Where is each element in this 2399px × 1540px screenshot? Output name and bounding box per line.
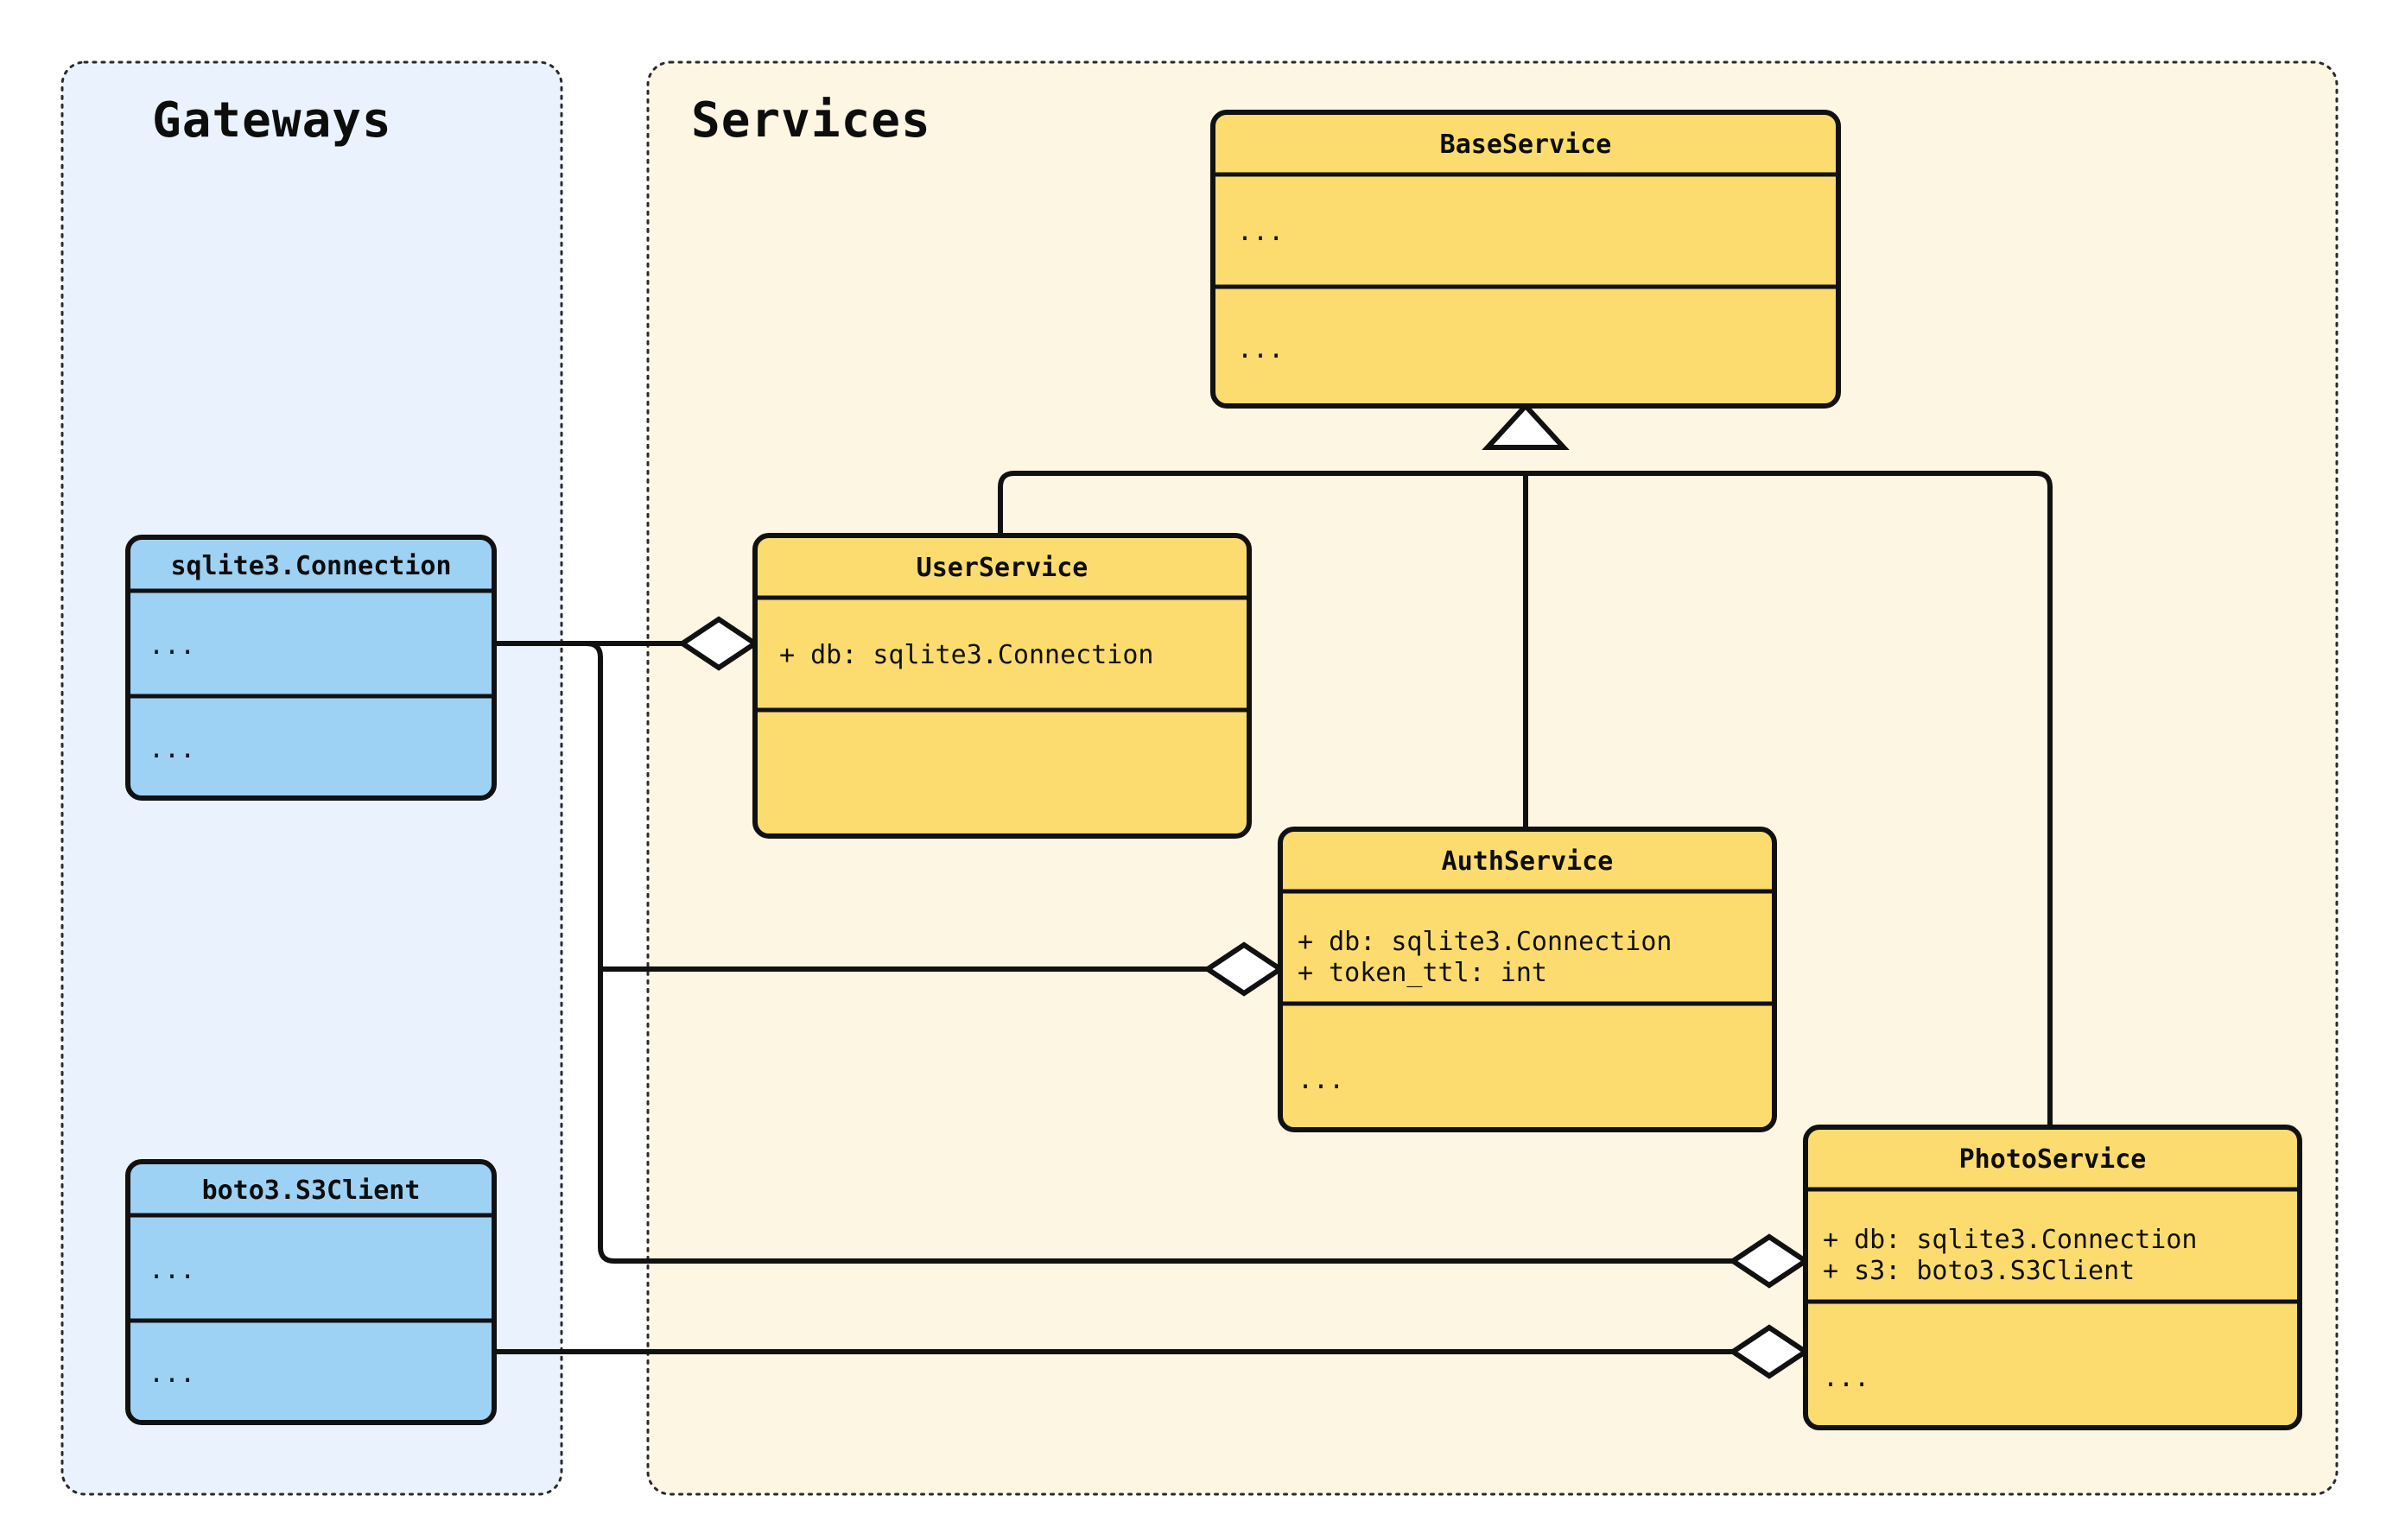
class-boto3-s3client-attribute: ...: [149, 1255, 195, 1285]
class-boto3-s3client-name: boto3.S3Client: [202, 1176, 421, 1206]
class-authservice[interactable]: AuthService + db: sqlite3.Connection + t…: [1278, 827, 1777, 1132]
rel-inherit-photo-line[interactable]: [1526, 471, 2053, 1127]
class-photoservice-attribute: + db: sqlite3.Connection: [1823, 1225, 2197, 1255]
generalization-triangle-icon: [1482, 402, 1570, 450]
rel-inherit-user-line[interactable]: [998, 471, 1526, 536]
class-baseservice-box: [1210, 110, 1841, 409]
class-photoservice-method: ...: [1823, 1363, 1869, 1393]
class-sqlite3-connection-box: [125, 535, 497, 801]
class-authservice-method: ...: [1298, 1065, 1344, 1095]
class-photoservice-name: PhotoService: [1959, 1144, 2147, 1175]
class-sqlite3-connection-name: sqlite3.Connection: [170, 551, 451, 581]
class-userservice-attribute: + db: sqlite3.Connection: [779, 640, 1153, 670]
class-sqlite3-connection-attribute: ...: [149, 631, 195, 661]
generalization-bus: [998, 402, 2053, 1127]
class-authservice-attribute: + db: sqlite3.Connection: [1298, 927, 1672, 957]
class-userservice[interactable]: UserService + db: sqlite3.Connection: [752, 533, 1252, 839]
class-photoservice[interactable]: PhotoService + db: sqlite3.Connection + …: [1803, 1125, 2302, 1430]
class-baseservice[interactable]: BaseService ... ...: [1210, 110, 1841, 409]
class-userservice-name: UserService: [917, 553, 1088, 583]
aggregation-diamond-icon: [1728, 1233, 1811, 1289]
rel-agg-trunk-sqlite: [494, 641, 1811, 1289]
class-boto3-s3client[interactable]: boto3.S3Client ... ...: [125, 1159, 497, 1425]
rel-agg-trunk-line[interactable]: [494, 641, 1742, 1264]
class-sqlite3-connection-method: ...: [149, 734, 195, 764]
aggregation-diamond-icon: [677, 616, 760, 671]
class-photoservice-attribute: + s3: boto3.S3Client: [1823, 1256, 2135, 1286]
class-authservice-attribute: + token_ttl: int: [1298, 958, 1547, 988]
class-authservice-name: AuthService: [1442, 846, 1614, 877]
class-authservice-box: [1278, 827, 1777, 1132]
class-userservice-box: [752, 533, 1252, 839]
package-services-title: Services: [691, 92, 931, 149]
class-baseservice-method: ...: [1237, 334, 1284, 364]
class-boto3-s3client-method: ...: [149, 1359, 195, 1389]
class-boto3-s3client-box: [125, 1159, 497, 1425]
rel-agg-photo-s3: [494, 1324, 1811, 1379]
class-photoservice-box: [1803, 1125, 2302, 1430]
class-baseservice-name: BaseService: [1440, 130, 1612, 160]
class-baseservice-attribute: ...: [1237, 217, 1284, 247]
class-sqlite3-connection[interactable]: sqlite3.Connection ... ...: [125, 535, 497, 801]
package-gateways-title: Gateways: [152, 92, 392, 149]
aggregation-diamond-icon: [1203, 941, 1285, 997]
aggregation-diamond-icon: [1728, 1324, 1811, 1379]
